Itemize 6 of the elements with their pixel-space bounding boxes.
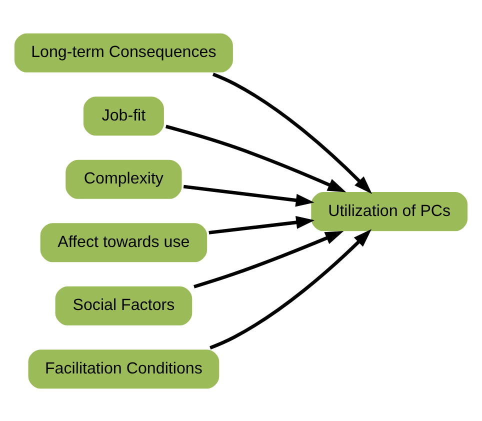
arrow <box>212 72 372 194</box>
arrow <box>208 216 315 234</box>
arrow <box>165 124 346 192</box>
arrow <box>183 184 314 206</box>
arrow <box>194 230 344 288</box>
arrow <box>210 228 372 349</box>
